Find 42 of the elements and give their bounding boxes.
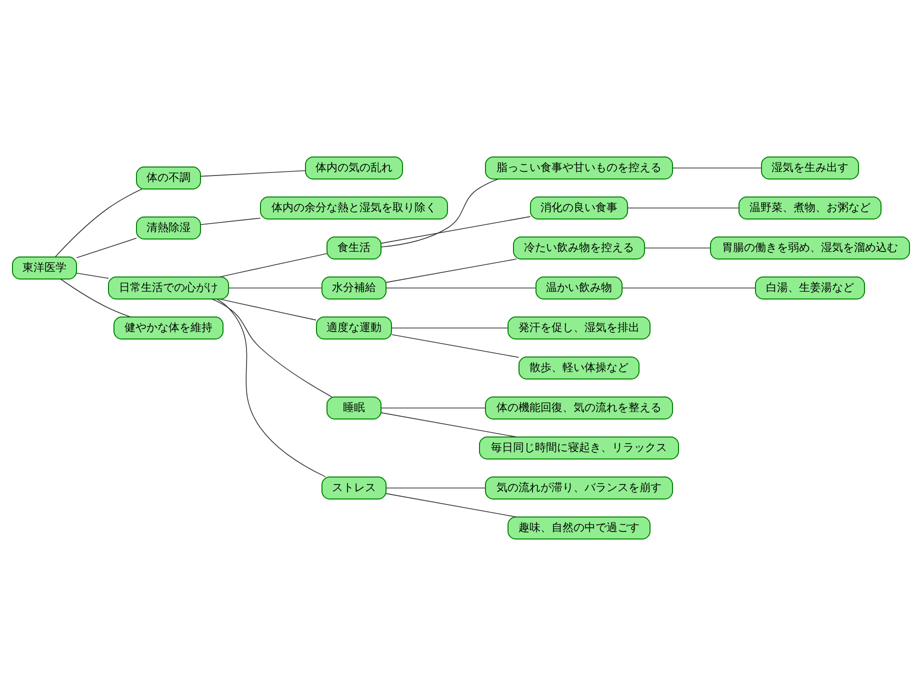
node-box: 散歩、軽い体操など <box>518 356 640 380</box>
node-box: 体の機能回復、気の流れを整える <box>485 396 673 420</box>
node-box: 脂っこい食事や甘いものを控える <box>485 156 673 180</box>
node-box: 睡眠 <box>326 396 382 420</box>
node-box: 気の流れが滞り、バランスを崩す <box>485 476 673 500</box>
node-box: 水分補給 <box>322 276 386 300</box>
connector <box>76 272 109 279</box>
node-box: 温かい飲み物 <box>536 276 622 300</box>
connector <box>76 238 137 258</box>
connector <box>391 334 520 358</box>
node-box: 食生活 <box>326 236 382 260</box>
connector <box>60 278 131 318</box>
node-box: 発汗を促し、湿気を排出 <box>508 316 650 340</box>
connector <box>54 188 142 258</box>
connector <box>211 298 332 398</box>
connector <box>200 170 306 177</box>
node-box: 趣味、自然の中で過ごす <box>508 516 650 540</box>
connector <box>380 178 499 248</box>
node-box: 消化の良い食事 <box>530 196 628 220</box>
node-box: 毎日同じ時間に寝起き、リラックス <box>479 436 679 460</box>
node-box: 湿気を生み出す <box>761 156 859 180</box>
node-box: 白湯、生姜湯など <box>755 276 865 300</box>
node-box: 体内の気の乱れ <box>305 156 403 180</box>
connector <box>219 253 328 278</box>
node-box: 東洋医学 <box>12 256 77 280</box>
connector <box>380 216 531 244</box>
node-box: 冷たい飲み物を控える <box>513 236 645 260</box>
node-box: 体の不調 <box>136 166 201 190</box>
node-box: 体内の余分な熱と湿気を取り除く <box>260 196 448 220</box>
connector <box>200 218 261 226</box>
node-box: 健やかな体を維持 <box>114 316 224 340</box>
node-box: 日常生活での心がけ <box>108 276 229 300</box>
connector <box>380 412 517 438</box>
node-box: ストレス <box>322 476 386 500</box>
connector <box>386 258 517 283</box>
node-box: 温野菜、煮物、お粥など <box>738 196 882 220</box>
connector <box>216 298 326 478</box>
connector <box>386 493 517 518</box>
connector <box>219 298 316 320</box>
node-box: 適度な運動 <box>316 316 392 340</box>
node-box: 胃腸の働きを弱め、湿気を溜め込む <box>710 236 910 260</box>
node-box: 清熱除湿 <box>136 216 201 240</box>
